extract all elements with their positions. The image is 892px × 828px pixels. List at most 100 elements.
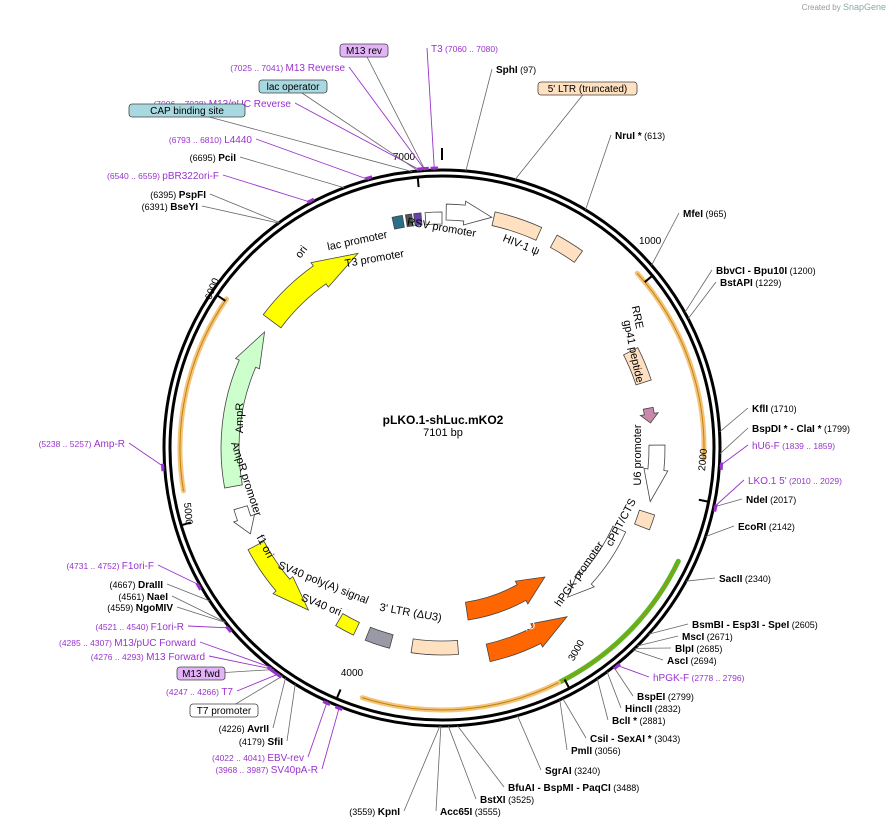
primer-label: hU6-F (1839 .. 1859) xyxy=(752,441,835,452)
primer-range: (1839 .. 1859) xyxy=(780,441,835,451)
primer-name: hPGK-F xyxy=(653,673,689,684)
feature-box xyxy=(339,43,389,58)
site-position: (2017) xyxy=(768,495,797,505)
site-leader xyxy=(585,134,612,211)
primer-mark xyxy=(160,463,165,472)
site-label: BbvCI - Bpu10I (1200) xyxy=(716,266,816,277)
primer-mark xyxy=(613,662,621,670)
primer-mark xyxy=(322,700,331,706)
site-name: HincII xyxy=(625,704,652,715)
tick-label: 1000 xyxy=(639,236,662,247)
sv40-ori-segment xyxy=(364,626,394,649)
site-position: (3488) xyxy=(611,783,640,793)
site-leader xyxy=(606,671,622,709)
primer-leader xyxy=(222,174,312,203)
primer-leader xyxy=(719,444,749,467)
site-name: NgoMIV xyxy=(136,603,174,614)
feature-box-label: T7 promoter xyxy=(197,706,252,717)
primer-label: T3 (7060 .. 7080) xyxy=(431,44,498,55)
primer-mark xyxy=(274,671,283,679)
site-leader xyxy=(648,623,689,635)
sv40-polya-segment xyxy=(335,613,360,636)
site-label: BfuAI - BspMI - PaqCI (3488) xyxy=(508,783,639,794)
primer-leader xyxy=(348,66,426,171)
site-position: (3043) xyxy=(652,734,681,744)
primer-range: (4521 .. 4540) xyxy=(95,622,150,632)
site-leader xyxy=(176,606,226,623)
site-label: BstAPI (1229) xyxy=(720,278,781,289)
feature-highlight-line xyxy=(179,298,228,491)
lac-operator-block xyxy=(404,213,414,228)
site-name: BspDI * - ClaI * xyxy=(752,424,822,435)
site-label: BstXI (3525) xyxy=(480,795,534,806)
primer-leader xyxy=(208,655,275,670)
site-position: (4179) xyxy=(239,737,268,747)
site-position: (1200) xyxy=(787,266,816,276)
site-name: AscI xyxy=(667,656,688,667)
feature-box-label: 5' LTR (truncated) xyxy=(548,84,628,95)
hiv-psi-segment xyxy=(549,234,584,263)
site-position: (3056) xyxy=(592,746,621,756)
site-name: BspEI xyxy=(637,692,666,703)
site-name: SphI xyxy=(496,65,518,76)
site-label: (4561) NaeI xyxy=(118,592,168,603)
site-label: HincII (2832) xyxy=(625,704,681,715)
site-label: BlpI (2685) xyxy=(675,644,722,655)
primer-range: (4276 .. 4293) xyxy=(91,652,146,662)
feature-label: SV40 ori xyxy=(299,592,343,619)
site-label: (4559) NgoMIV xyxy=(107,603,173,614)
site-position: (1799) xyxy=(821,424,850,434)
site-position: (2605) xyxy=(789,620,818,630)
primer-leader xyxy=(157,564,201,586)
primer-label: LKO.1 5' (2010 .. 2029) xyxy=(748,476,842,487)
primer-name: hU6-F xyxy=(752,441,780,452)
site-leader xyxy=(209,193,280,223)
primer-name: M13/pUC Reverse xyxy=(209,99,292,110)
site-name: BfuAI - BspMI - PaqCI xyxy=(508,783,611,794)
site-name: PspFI xyxy=(179,190,206,201)
site-leader xyxy=(239,156,345,189)
primer-range: (2778 .. 2796) xyxy=(689,673,744,683)
tick-mark xyxy=(216,294,226,302)
site-label: Acc65I (3555) xyxy=(440,807,501,818)
primer-range: (6540 .. 6559) xyxy=(107,171,162,181)
site-label: SacII (2340) xyxy=(719,574,771,585)
site-label: BspDI * - ClaI * (1799) xyxy=(752,424,850,435)
primer-name: SV40pA-R xyxy=(271,765,318,776)
mko2-arrow xyxy=(485,616,568,663)
gp41-arrow xyxy=(639,406,660,424)
site-label: SgrAI (3240) xyxy=(545,766,600,777)
feature-label: lac promoter xyxy=(326,229,389,254)
box-leader xyxy=(186,110,413,172)
feature-label: gp41 peptide xyxy=(620,319,645,384)
site-leader xyxy=(166,583,211,602)
primer-name: F1ori-R xyxy=(151,622,184,633)
ltr3-segment xyxy=(410,638,459,656)
site-leader xyxy=(632,649,664,661)
site-leader xyxy=(719,407,749,433)
site-position: (6695) xyxy=(190,153,219,163)
ltr5-segment xyxy=(491,211,543,241)
feature-box-label: M13 fwd xyxy=(182,669,220,680)
site-label: (4667) DraIII xyxy=(109,580,163,591)
primer-label: (4521 .. 4540) F1ori-R xyxy=(95,622,184,633)
site-name: BstAPI xyxy=(720,278,753,289)
feature-box xyxy=(537,81,638,96)
primer-range: (2010 .. 2029) xyxy=(787,476,842,486)
primer-range: (5238 .. 5257) xyxy=(39,439,94,449)
site-label: CsiI - SexAI * (3043) xyxy=(590,734,680,745)
site-leader xyxy=(705,525,735,538)
primer-range: (4022 .. 4041) xyxy=(212,753,267,763)
site-label: (4226) AvrII xyxy=(219,724,270,735)
site-leader xyxy=(562,698,587,739)
tick-label: 5000 xyxy=(181,502,194,526)
site-leader xyxy=(435,725,442,812)
primer-name: LKO.1 5' xyxy=(748,476,787,487)
site-label: (6395) PspFI xyxy=(150,190,206,201)
site-position: (4226) xyxy=(219,724,248,734)
site-position: (2881) xyxy=(637,716,666,726)
tick-mark xyxy=(563,679,571,689)
tick-mark xyxy=(698,498,709,503)
site-leader xyxy=(286,684,296,742)
